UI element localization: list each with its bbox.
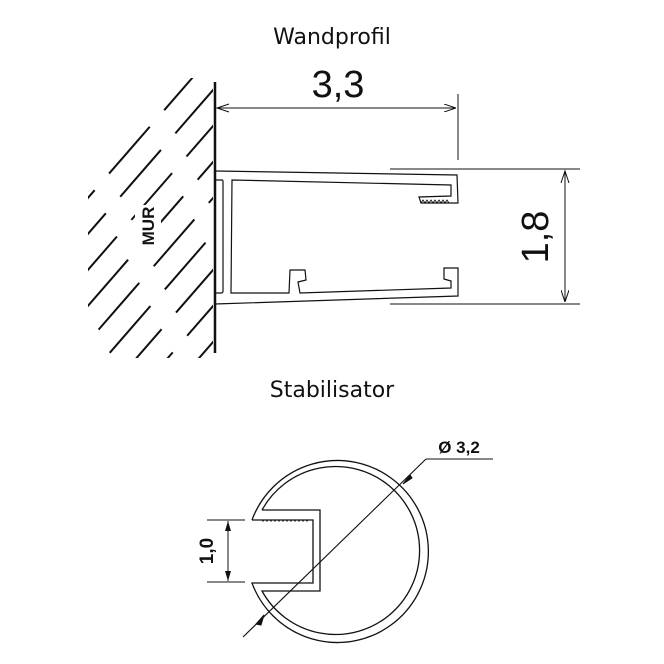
hatch-line bbox=[88, 196, 213, 344]
stabilizer-section bbox=[251, 459, 430, 644]
width-dimension: 3,3 bbox=[215, 64, 459, 160]
slot-dimension-label: 1,0 bbox=[197, 538, 218, 564]
hatch-line bbox=[197, 340, 213, 358]
diameter-dimension: Ø 3,2 bbox=[242, 438, 493, 638]
hatch-line bbox=[60, 360, 260, 590]
wall-label-bg bbox=[135, 205, 161, 253]
hatch-line bbox=[60, 396, 260, 626]
diameter-dimension-label: Ø 3,2 bbox=[438, 438, 480, 457]
hatch-line bbox=[166, 304, 213, 358]
height-dimension: 1,8 bbox=[390, 168, 580, 305]
wall-hatching bbox=[60, 78, 260, 626]
wall-profile-section bbox=[214, 170, 459, 305]
hatch-line bbox=[135, 268, 213, 358]
slot-dimension: 1,0 bbox=[197, 519, 245, 583]
hatch-line bbox=[88, 78, 194, 200]
height-dimension-label: 1,8 bbox=[515, 211, 557, 264]
wall-label: MUR bbox=[139, 207, 158, 246]
hatch-line bbox=[88, 124, 213, 272]
wall-profile-title: Wandprofil bbox=[273, 25, 391, 50]
stabilizer-title: Stabilisator bbox=[270, 378, 395, 403]
hatch-line bbox=[88, 88, 213, 236]
width-dimension-label: 3,3 bbox=[312, 64, 365, 106]
